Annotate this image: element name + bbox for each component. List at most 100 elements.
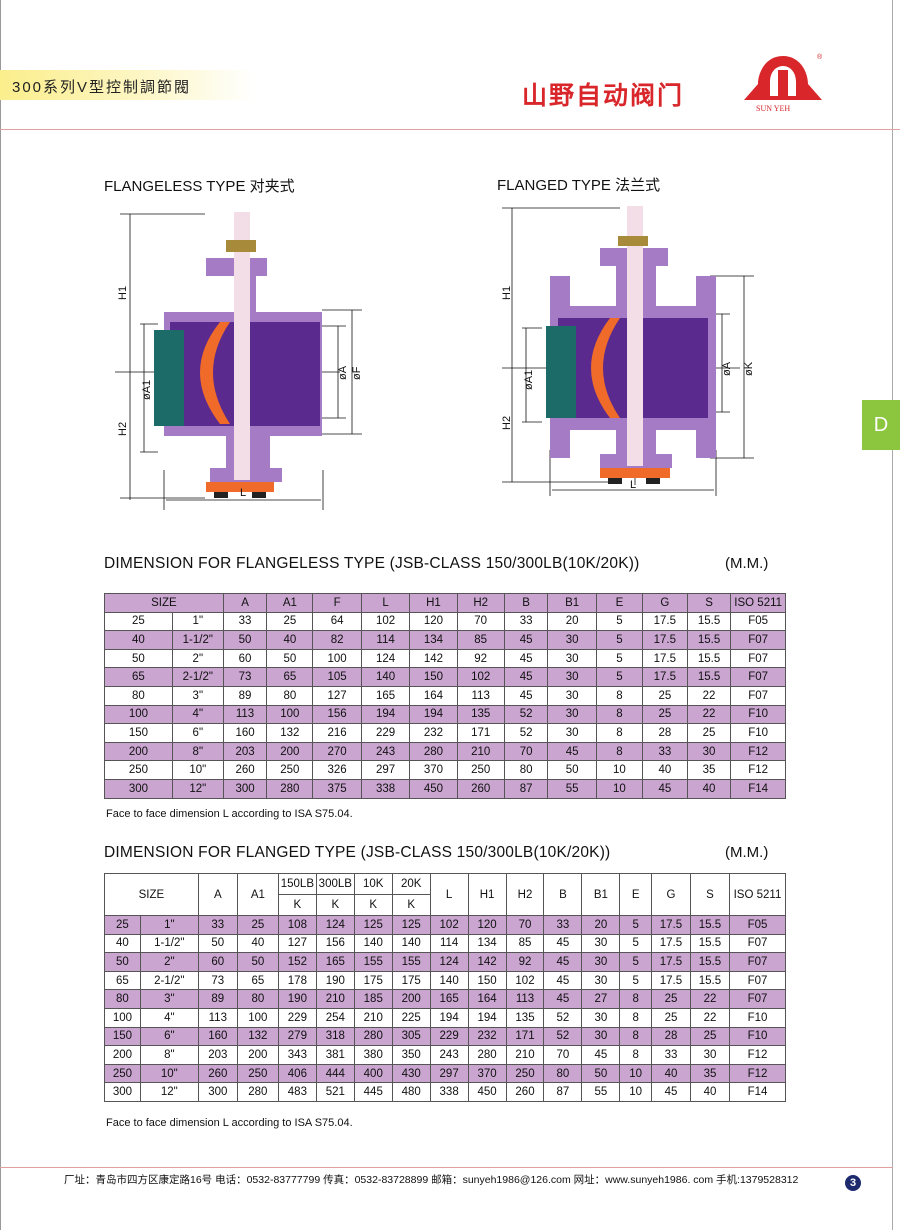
table-cell: 15.5 <box>686 630 732 650</box>
table-cell: 30 <box>547 685 597 706</box>
table-cell: 40 <box>266 630 314 650</box>
dim-h2: H2 <box>501 416 513 430</box>
table-cell: 150 <box>104 723 173 743</box>
table-cell: 22 <box>689 989 730 1009</box>
table-cell: 87 <box>503 778 549 799</box>
column-header: A1 <box>266 593 314 613</box>
column-header: 20K <box>391 873 431 895</box>
table-cell: 45 <box>503 685 549 706</box>
table-cell: 89 <box>222 685 268 706</box>
table-cell: 40 <box>104 933 141 954</box>
table-cell: F10 <box>730 723 786 743</box>
column-header: H2 <box>505 873 545 916</box>
column-header: L <box>429 873 469 916</box>
table-cell: F14 <box>728 1082 787 1102</box>
series-title: 300系列V型控制調節閥 <box>12 79 192 96</box>
table-cell: 10" <box>139 1063 199 1084</box>
table-cell: 521 <box>315 1082 355 1102</box>
table-cell: 200 <box>104 741 173 762</box>
table-cell: 45 <box>503 667 549 687</box>
table-cell: 120 <box>467 915 507 935</box>
table-cell: 30 <box>581 970 621 991</box>
table-cell: 2" <box>139 952 199 972</box>
table-cell: 338 <box>429 1082 469 1102</box>
table-cell: 175 <box>391 970 431 991</box>
table-cell: 30 <box>547 723 597 743</box>
table-cell: 124 <box>360 648 411 669</box>
table-cell: 113 <box>197 1007 238 1028</box>
table-cell: 229 <box>360 723 411 743</box>
brand-name: 山野自动阀门 <box>522 81 685 110</box>
table-cell: 280 <box>353 1026 393 1047</box>
table-cell: 8" <box>171 741 224 762</box>
table-cell: 20 <box>581 915 621 935</box>
table-cell: 100 <box>104 704 173 725</box>
table-cell: 200 <box>236 1045 279 1065</box>
table-cell: F07 <box>728 952 787 972</box>
table-cell: 150 <box>467 970 507 991</box>
table-cell: 102 <box>360 611 411 632</box>
table-cell: 1-1/2" <box>171 630 224 650</box>
table-cell: 305 <box>391 1026 431 1047</box>
table-cell: 300 <box>222 778 268 799</box>
table-cell: 27 <box>581 989 621 1009</box>
logo-text: SUN YEH <box>756 104 791 113</box>
table-cell: 232 <box>467 1026 507 1047</box>
table-cell: 89 <box>197 989 238 1009</box>
table-cell: 150 <box>104 1026 141 1047</box>
table-cell: 70 <box>503 741 549 762</box>
table-cell: 165 <box>315 952 355 972</box>
table-cell: 35 <box>686 760 732 780</box>
table-cell: 10" <box>171 760 224 780</box>
table-cell: 92 <box>456 648 505 669</box>
dim-h2: H2 <box>117 422 129 436</box>
table-cell: 25 <box>650 989 691 1009</box>
table-cell: 25 <box>104 611 173 632</box>
table-cell: 15.5 <box>686 611 732 632</box>
table-cell: 50 <box>581 1063 621 1084</box>
table-cell: 50 <box>547 760 597 780</box>
table-cell: 105 <box>312 667 362 687</box>
table-cell: 33 <box>543 915 583 935</box>
column-subheader: K <box>391 894 431 916</box>
table-cell: 338 <box>360 778 411 799</box>
table-cell: 100 <box>104 1007 141 1028</box>
column-header: 150LB <box>277 873 317 895</box>
table-cell: 80 <box>503 760 549 780</box>
table-cell: 5 <box>619 933 652 954</box>
table-cell: 400 <box>353 1063 393 1084</box>
table-cell: 52 <box>503 723 549 743</box>
table-cell: 52 <box>543 1007 583 1028</box>
sun-yeh-logo-icon <box>744 56 822 100</box>
table-cell: 194 <box>467 1007 507 1028</box>
flanged-valve-diagram: H1 H2 øA1 øA øK L <box>501 206 755 496</box>
column-header: SIZE <box>104 873 199 916</box>
table-cell: 10 <box>595 778 643 799</box>
table-cell: 134 <box>409 630 458 650</box>
table-cell: 33 <box>222 611 268 632</box>
table-cell: 300 <box>104 1082 141 1102</box>
table-cell: 80 <box>543 1063 583 1084</box>
page-number: 3 <box>845 1175 861 1191</box>
table-cell: 142 <box>467 952 507 972</box>
flanged-table-title: DIMENSION FOR FLANGED TYPE (JSB-CLASS 15… <box>104 844 611 861</box>
table-cell: 52 <box>543 1026 583 1047</box>
flangeless-valve-diagram: H1 H2 øA1 øA øF L <box>115 212 363 510</box>
table-cell: 260 <box>222 760 268 780</box>
table-cell: 10 <box>619 1082 652 1102</box>
table-cell: 1" <box>139 915 199 935</box>
table-cell: 250 <box>104 1063 141 1084</box>
table-cell: 8 <box>619 1026 652 1047</box>
flangeless-title: FLANGELESS TYPE 对夹式 <box>104 178 295 195</box>
table-cell: 155 <box>353 952 393 972</box>
section-tab-d[interactable]: D <box>862 400 900 450</box>
dim-k: øK <box>743 361 755 376</box>
table-cell: 45 <box>503 648 549 669</box>
column-header: B1 <box>581 873 621 916</box>
